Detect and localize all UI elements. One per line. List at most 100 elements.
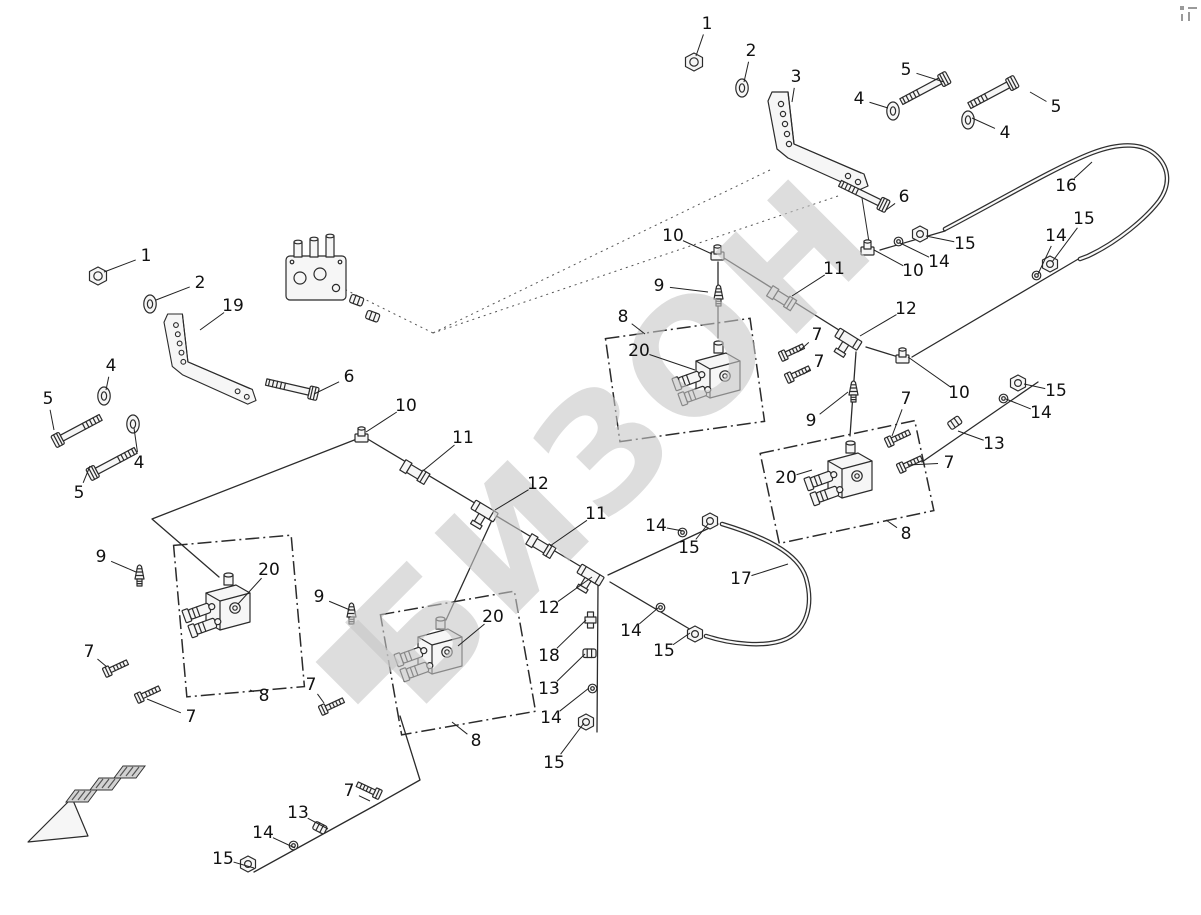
leader-line [925, 235, 955, 243]
corner-mark [1180, 6, 1197, 21]
callout-10: 10 [395, 396, 417, 416]
callout-7: 7 [84, 642, 95, 662]
box-8-outline [759, 419, 935, 545]
nut-1-part [88, 266, 108, 286]
leader-line [549, 519, 588, 547]
callout-20: 20 [482, 607, 504, 627]
callout-13: 13 [287, 803, 309, 823]
callout-8: 8 [901, 524, 912, 544]
leader-line [451, 721, 468, 735]
screw-7-part [101, 657, 131, 679]
callout-19: 19 [222, 296, 244, 316]
leader-line [631, 323, 646, 335]
sleeve-14-part [893, 236, 904, 247]
screw-7-part [317, 695, 347, 717]
callout-9: 9 [654, 276, 665, 296]
bolt-5-part [85, 443, 140, 482]
sleeve-14-part [677, 527, 688, 538]
leader-line [797, 341, 810, 353]
callout-5: 5 [43, 389, 54, 409]
callout-15: 15 [954, 234, 976, 254]
leader-line [307, 817, 329, 830]
breather-9-part [848, 380, 859, 403]
nut-1-part [684, 52, 704, 72]
callout-14: 14 [645, 516, 667, 536]
bracket-19-part [163, 313, 257, 405]
leader-line [105, 376, 110, 391]
screw-7-part [133, 683, 163, 705]
leader-line [358, 795, 371, 802]
callout-15: 15 [1045, 381, 1067, 401]
leader-line [869, 101, 889, 109]
callout-7: 7 [814, 352, 825, 372]
construction-lines [345, 169, 839, 334]
leader-line [791, 274, 826, 297]
callout-14: 14 [1045, 226, 1067, 246]
callout-7: 7 [812, 325, 823, 345]
watermark-text: БИЗОН [313, 143, 911, 741]
leader-line [560, 722, 585, 755]
elbow-10-part [354, 426, 369, 443]
leader-line [751, 563, 789, 577]
leader-line [146, 698, 182, 714]
leader-line [556, 653, 586, 682]
leader-line [669, 286, 709, 293]
leader-line [971, 117, 996, 129]
manifold-block [285, 233, 347, 301]
leader-line [103, 259, 136, 273]
callout-14: 14 [928, 252, 950, 272]
washer-4-part [886, 101, 900, 121]
callout-7: 7 [344, 781, 355, 801]
leader-line [365, 411, 398, 433]
leader-line [233, 861, 255, 869]
leader-line [859, 314, 897, 337]
callout-11: 11 [585, 504, 607, 524]
callout-10: 10 [948, 383, 970, 403]
leader-line [672, 632, 691, 646]
leader-line [695, 34, 704, 57]
callout-7: 7 [944, 453, 955, 473]
washer-2-part [735, 78, 749, 98]
leader-line [494, 489, 529, 511]
callout-12: 12 [527, 474, 549, 494]
direction-arrow [27, 765, 146, 843]
box-8-outline [604, 317, 766, 443]
callout-12: 12 [895, 299, 917, 319]
callout-3: 3 [791, 67, 802, 87]
leader-line [155, 286, 190, 301]
box-8-outline [172, 534, 306, 698]
leader-line [457, 623, 485, 647]
screw-7-part [354, 779, 384, 801]
capnut-15-part [686, 625, 704, 643]
leader-line [899, 242, 930, 258]
leader-line [556, 619, 587, 649]
watermark: БИЗОН [313, 143, 911, 741]
callout-9: 9 [96, 547, 107, 567]
callout-5: 5 [901, 60, 912, 80]
plug-part [364, 309, 381, 324]
callout-7: 7 [901, 389, 912, 409]
leader-line [313, 381, 340, 395]
leader-line [666, 527, 684, 532]
plug-13-part [946, 414, 964, 431]
leader-line [557, 576, 593, 602]
sleeve-14-part [587, 683, 598, 694]
callout-5: 5 [1051, 97, 1062, 117]
leader-line [1037, 245, 1052, 275]
capnut-15-part [239, 855, 257, 873]
leader-line [796, 469, 813, 476]
callout-15: 15 [543, 753, 565, 773]
leader-line [885, 203, 896, 211]
callout-14: 14 [620, 621, 642, 641]
leader-line [1051, 227, 1078, 263]
callout-7: 7 [306, 675, 317, 695]
bolt-5-part [50, 410, 105, 449]
hatch-plate [89, 777, 122, 791]
washer-4-part [126, 414, 140, 434]
fitting-18-part [584, 611, 597, 629]
leader-line [1029, 91, 1047, 102]
callout-8: 8 [259, 686, 270, 706]
callout-14: 14 [1030, 403, 1052, 423]
callout-13: 13 [538, 679, 560, 699]
leader-line [916, 72, 945, 83]
